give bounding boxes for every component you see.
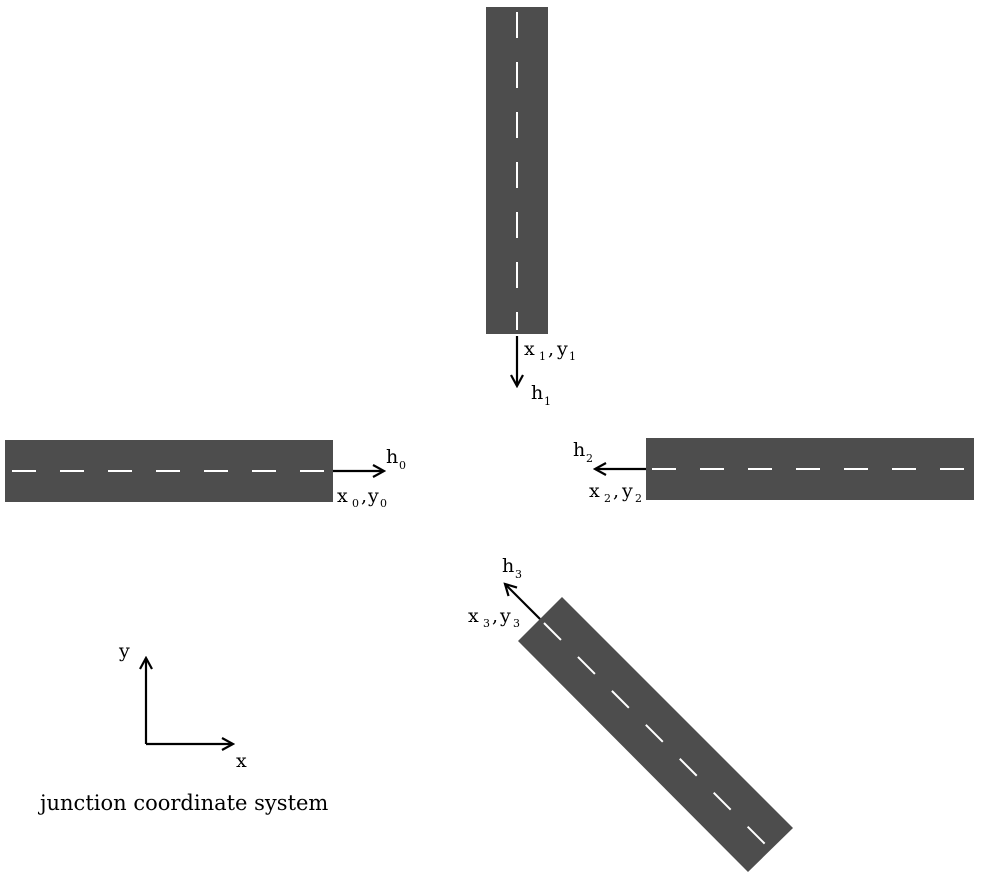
y-axis-label: y bbox=[118, 640, 130, 662]
road-3 bbox=[518, 597, 793, 872]
heading-label-2: h2 bbox=[573, 439, 593, 465]
road-3-lane-marking bbox=[543, 622, 768, 847]
road-2 bbox=[646, 438, 974, 500]
heading-label-1: h1 bbox=[531, 382, 551, 408]
coordinate-system-caption: junction coordinate system bbox=[37, 791, 328, 815]
heading-label-0: h0 bbox=[386, 446, 406, 472]
x-axis-label: x bbox=[236, 750, 247, 772]
heading-arrow-3 bbox=[505, 584, 541, 620]
road-1 bbox=[486, 7, 548, 334]
road-0 bbox=[5, 440, 333, 502]
heading-label-3: h3 bbox=[502, 555, 522, 581]
coordinate-axes: y x bbox=[118, 640, 247, 772]
